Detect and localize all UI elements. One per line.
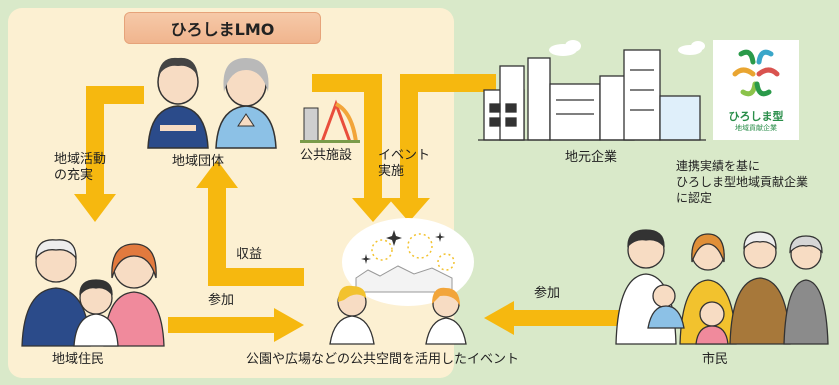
arrow-left-vertical bbox=[86, 86, 104, 194]
public-facility-label: 公共施設 bbox=[300, 148, 353, 163]
arrow-residents-shaft bbox=[168, 317, 276, 333]
participation-residents-label: 参加 bbox=[208, 293, 235, 308]
arrow-facility-vertical bbox=[364, 74, 382, 200]
arrow-left-head bbox=[74, 194, 116, 222]
community-group-illustration bbox=[147, 57, 277, 149]
cloud-icon bbox=[678, 41, 705, 55]
arrow-citizens-shaft bbox=[512, 310, 636, 326]
citizens-label: 市民 bbox=[702, 352, 729, 367]
logo-mark-icon bbox=[732, 49, 780, 97]
cloud-icon bbox=[549, 40, 581, 56]
local-companies-label: 地元企業 bbox=[565, 150, 618, 165]
arrow-revenue-head bbox=[196, 160, 238, 188]
sparkle-icon bbox=[361, 230, 445, 264]
citizens-family-illustration bbox=[615, 229, 829, 345]
arrow-facility-head bbox=[352, 198, 394, 222]
playground-icon bbox=[300, 99, 360, 143]
buildings-illustration bbox=[478, 49, 706, 141]
event-space-label: 公園や広場などの公共空間を活用したイベント bbox=[246, 352, 520, 367]
event-holding-label: イベント 実施 bbox=[378, 148, 431, 179]
residents-family-illustration bbox=[21, 239, 165, 347]
arrow-company-head bbox=[388, 198, 430, 222]
certification-note: 連携実績を基に ひろしま型地域貢献企業 に認定 bbox=[676, 159, 809, 205]
arrow-citizens-head bbox=[484, 301, 514, 335]
arrow-facility-top bbox=[312, 74, 364, 92]
arrow-company-top bbox=[400, 74, 496, 92]
fireworks-icon bbox=[371, 233, 455, 271]
arrow-group bbox=[74, 74, 636, 342]
participation-citizens-label: 参加 bbox=[534, 286, 561, 301]
arrow-company-vertical bbox=[400, 74, 418, 200]
local-residents-label: 地域住民 bbox=[52, 352, 105, 367]
lmo-title-box: ひろしまLMO bbox=[124, 12, 321, 44]
logo-name: ひろしま型 bbox=[728, 110, 784, 123]
community-group-label: 地域団体 bbox=[172, 154, 225, 169]
community-activity-label: 地域活動 の充実 bbox=[54, 152, 107, 183]
arrow-residents-head bbox=[274, 308, 304, 342]
hiroshima-logo: ひろしま型 地域貢献企業 bbox=[713, 40, 799, 140]
event-illustration bbox=[329, 218, 474, 345]
arrow-revenue-vertical bbox=[208, 186, 226, 286]
arrow-revenue-bottom bbox=[208, 268, 304, 286]
revenue-label: 収益 bbox=[236, 247, 263, 262]
logo-subtitle: 地域貢献企業 bbox=[735, 124, 777, 132]
